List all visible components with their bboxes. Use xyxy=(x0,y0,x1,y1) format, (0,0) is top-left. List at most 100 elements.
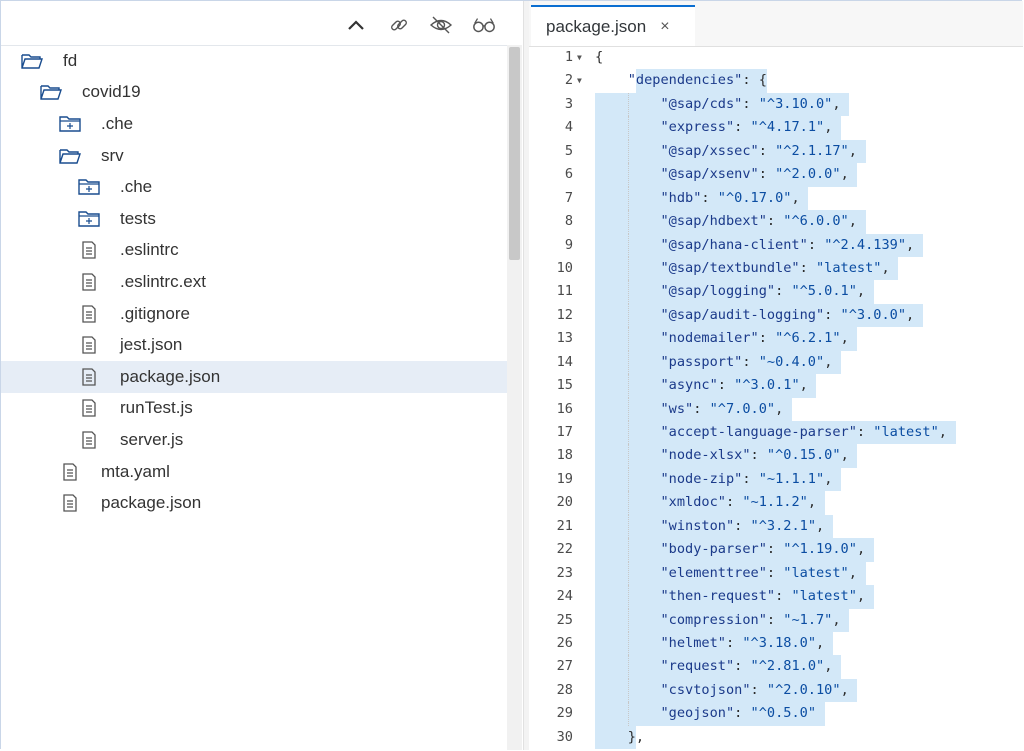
code-line[interactable]: 4 "express": "^4.17.1", xyxy=(529,116,1023,140)
selection-highlight xyxy=(595,655,841,679)
tree-item[interactable]: mta.yaml xyxy=(1,456,507,488)
indent-guide xyxy=(627,139,630,164)
selection-highlight xyxy=(595,421,956,445)
indent-guide xyxy=(627,303,630,328)
indent-guide xyxy=(627,350,630,375)
code-line[interactable]: 12 "@sap/audit-logging": "^3.0.0", xyxy=(529,303,1023,328)
tree-item[interactable]: .eslintrc.ext xyxy=(1,266,507,298)
close-icon[interactable]: × xyxy=(660,17,670,35)
line-number: 8 xyxy=(564,213,573,230)
code-text: "request": "^2.81.0", xyxy=(660,658,833,675)
line-number: 7 xyxy=(564,189,573,206)
selection-highlight xyxy=(595,538,874,562)
code-line[interactable]: 23 "elementtree": "latest", xyxy=(529,561,1023,586)
line-number: 19 xyxy=(556,470,573,487)
code-line[interactable]: 6 "@sap/xsenv": "^2.0.0", xyxy=(529,163,1023,187)
tab-package-json[interactable]: package.json × xyxy=(531,5,695,46)
tree-item-label: jest.json xyxy=(120,335,183,355)
code-line[interactable]: 18 "node-xlsx": "^0.15.0", xyxy=(529,444,1023,468)
code-line[interactable]: 21 "winston": "^3.2.1", xyxy=(529,514,1023,539)
explorer-scrollbar-thumb[interactable] xyxy=(509,47,520,260)
code-text: "geojson": "^0.5.0" xyxy=(660,705,817,722)
tree-item-label: package.json xyxy=(120,366,221,386)
fold-arrow-icon[interactable]: ▼ xyxy=(577,76,582,86)
indent-guide xyxy=(627,421,630,445)
selection-highlight xyxy=(595,163,858,187)
code-line[interactable]: 16 "ws": "^7.0.0", xyxy=(529,397,1023,421)
selection-highlight xyxy=(595,608,850,632)
code-line[interactable]: 13 "nodemailer": "^6.2.1", xyxy=(529,327,1023,351)
code-line[interactable]: 8 "@sap/hdbext": "^6.0.0", xyxy=(529,210,1023,234)
tree-item[interactable]: package.json xyxy=(1,487,507,519)
code-line[interactable]: 9 "@sap/hana-client": "^2.4.139", xyxy=(529,233,1023,257)
tree-item[interactable]: .che xyxy=(1,171,507,203)
tree-item[interactable]: package.json xyxy=(1,360,507,393)
indent-guide xyxy=(627,702,630,726)
code-text: "winston": "^3.2.1", xyxy=(660,517,825,534)
selection-highlight xyxy=(595,256,899,281)
code-line[interactable]: 29 "geojson": "^0.5.0" xyxy=(529,702,1023,726)
code-line[interactable]: 20 "xmldoc": "~1.1.2", xyxy=(529,491,1023,515)
code-editor: package.json × 1▼{2▼ "dependencies": {3 … xyxy=(529,1,1023,750)
code-text: "body-parser": "^1.19.0", xyxy=(660,541,866,558)
tree-item[interactable]: .eslintrc xyxy=(1,235,507,267)
line-number: 18 xyxy=(556,447,573,464)
indent-guide xyxy=(627,631,630,656)
glasses-icon[interactable] xyxy=(472,13,496,37)
tree-item[interactable]: server.js xyxy=(1,424,507,456)
code-line[interactable]: 2▼ "dependencies": { xyxy=(529,69,1023,93)
folder-open-icon xyxy=(21,51,43,71)
code-text: "csvtojson": "^2.0.10", xyxy=(660,681,849,698)
code-text: }, xyxy=(595,728,645,745)
tree-item-label: srv xyxy=(101,145,124,165)
line-number: 17 xyxy=(556,424,573,440)
code-text: "@sap/textbundle": "latest", xyxy=(660,259,890,276)
code-text: "@sap/audit-logging": "^3.0.0", xyxy=(660,306,915,323)
tree-item[interactable]: .gitignore xyxy=(1,298,507,330)
hide-icon[interactable] xyxy=(429,13,453,37)
code-line[interactable]: 1▼{ xyxy=(529,46,1023,69)
code-line[interactable]: 26 "helmet": "^3.18.0", xyxy=(529,631,1023,656)
code-area[interactable]: 1▼{2▼ "dependencies": {3 "@sap/cds": "^3… xyxy=(529,46,1023,750)
code-line[interactable]: 27 "request": "^2.81.0", xyxy=(529,655,1023,679)
code-line[interactable]: 28 "csvtojson": "^2.0.10", xyxy=(529,678,1023,703)
pane-splitter[interactable] xyxy=(523,1,530,750)
code-line[interactable]: 25 "compression": "~1.7", xyxy=(529,608,1023,632)
code-line[interactable]: 15 "async": "^3.0.1", xyxy=(529,374,1023,398)
code-text: "@sap/xssec": "^2.1.17", xyxy=(660,142,857,159)
code-line[interactable]: 5 "@sap/xssec": "^2.1.17", xyxy=(529,139,1023,164)
tree-item[interactable]: covid19 xyxy=(1,77,507,109)
code-line[interactable]: 14 "passport": "~0.4.0", xyxy=(529,350,1023,375)
tree-item[interactable]: .che xyxy=(1,108,507,140)
selection-highlight xyxy=(595,92,850,117)
code-line[interactable]: 17 "accept-language-parser": "latest", xyxy=(529,421,1023,445)
code-line[interactable]: 24 "then-request": "latest", xyxy=(529,585,1023,609)
link-icon[interactable] xyxy=(387,13,411,37)
tree-item-label: fd xyxy=(63,50,78,70)
code-line[interactable]: 3 "@sap/cds": "^3.10.0", xyxy=(529,92,1023,117)
tree-item-label: .che xyxy=(101,113,134,133)
code-line[interactable]: 7 "hdb": "^0.17.0", xyxy=(529,186,1023,211)
collapse-icon[interactable] xyxy=(344,13,368,37)
code-line[interactable]: 10 "@sap/textbundle": "latest", xyxy=(529,256,1023,281)
code-line[interactable]: 19 "node-zip": "~1.1.1", xyxy=(529,467,1023,492)
tree-item[interactable]: jest.json xyxy=(1,329,507,361)
code-text: "express": "^4.17.1", xyxy=(660,119,833,136)
tree-item[interactable]: fd xyxy=(1,45,507,77)
tree-item[interactable]: tests xyxy=(1,203,507,235)
line-number: 29 xyxy=(556,705,573,722)
code-line[interactable]: 11 "@sap/logging": "^5.0.1", xyxy=(529,280,1023,304)
tree-item-label: .eslintrc.ext xyxy=(120,271,206,291)
code-line[interactable]: 22 "body-parser": "^1.19.0", xyxy=(529,538,1023,562)
indent-guide xyxy=(627,210,630,234)
tree-item[interactable]: runTest.js xyxy=(1,393,507,425)
selection-highlight xyxy=(595,280,874,304)
fold-arrow-icon[interactable]: ▼ xyxy=(577,53,582,62)
indent-guide xyxy=(627,585,630,609)
line-number: 15 xyxy=(556,377,573,394)
selection-highlight xyxy=(595,631,833,656)
tree-item[interactable]: srv xyxy=(1,140,507,172)
code-line[interactable]: 30 }, xyxy=(529,725,1023,750)
indent-guide xyxy=(627,444,630,468)
